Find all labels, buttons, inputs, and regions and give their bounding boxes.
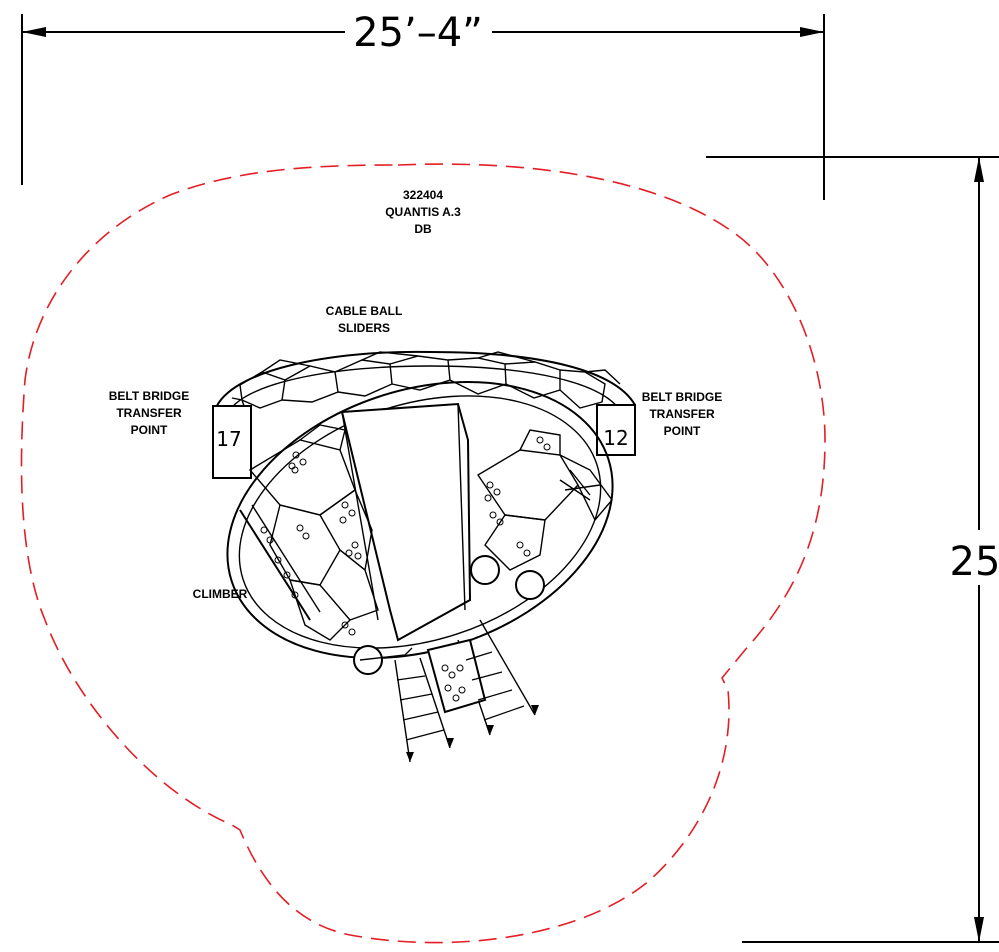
entry-ladder	[394, 619, 539, 763]
side-climber-rail-outer	[239, 509, 311, 621]
height-dimension-label: 25	[950, 539, 999, 585]
width-arrow-right	[800, 27, 824, 37]
cable-ball-line2: SLIDERS	[338, 321, 390, 335]
canopy-net	[231, 351, 621, 413]
climber-label: CLIMBER	[193, 587, 248, 601]
width-dimension: 25’–4”	[21, 10, 825, 200]
central-deck-edge-right	[457, 403, 466, 611]
post-12-number: 12	[603, 426, 628, 450]
height-arrow-top	[974, 157, 984, 182]
post-17-number: 17	[216, 427, 241, 451]
product-variant: DB	[414, 222, 432, 236]
belt-left-line3: POINT	[131, 423, 168, 437]
product-number: 322404	[403, 188, 443, 202]
belt-left-line2: TRANSFER	[116, 406, 182, 420]
climber-grips	[260, 451, 362, 636]
right-climber-grips	[291, 436, 551, 557]
foot-right-2	[515, 570, 545, 600]
belt-bridge-left-label: BELT BRIDGE TRANSFER POINT	[109, 389, 189, 437]
canopy-inner-rim	[227, 365, 621, 413]
width-dimension-label: 25’–4”	[353, 10, 483, 56]
foot-left	[353, 645, 383, 675]
product-name: QUANTIS A.3	[385, 205, 461, 219]
cable-ball-sliders-label: CABLE BALL SLIDERS	[326, 304, 403, 335]
belt-left-line1: BELT BRIDGE	[109, 389, 189, 403]
ring-opening	[359, 647, 413, 661]
height-dimension: 25	[706, 156, 999, 943]
play-structure: 17 12	[212, 350, 636, 763]
post-12	[596, 404, 636, 456]
belt-bridge-right-label: BELT BRIDGE TRANSFER POINT	[642, 390, 722, 438]
width-arrow-left	[22, 27, 46, 37]
product-title-block: 322404 QUANTIS A.3 DB	[385, 188, 461, 236]
post-17	[212, 405, 252, 479]
height-arrow-bottom	[974, 917, 984, 942]
climber-panels	[248, 424, 379, 641]
belt-right-line2: TRANSFER	[649, 407, 715, 421]
central-deck-edge-left	[341, 411, 379, 621]
right-net-climber	[477, 429, 613, 571]
belt-right-line3: POINT	[664, 424, 701, 438]
foot-right-1	[470, 555, 500, 585]
belt-right-line1: BELT BRIDGE	[642, 390, 722, 404]
cable-ball-line1: CABLE BALL	[326, 304, 403, 318]
side-climber-rail-inner	[251, 504, 321, 613]
use-zone-boundary	[20, 163, 826, 944]
